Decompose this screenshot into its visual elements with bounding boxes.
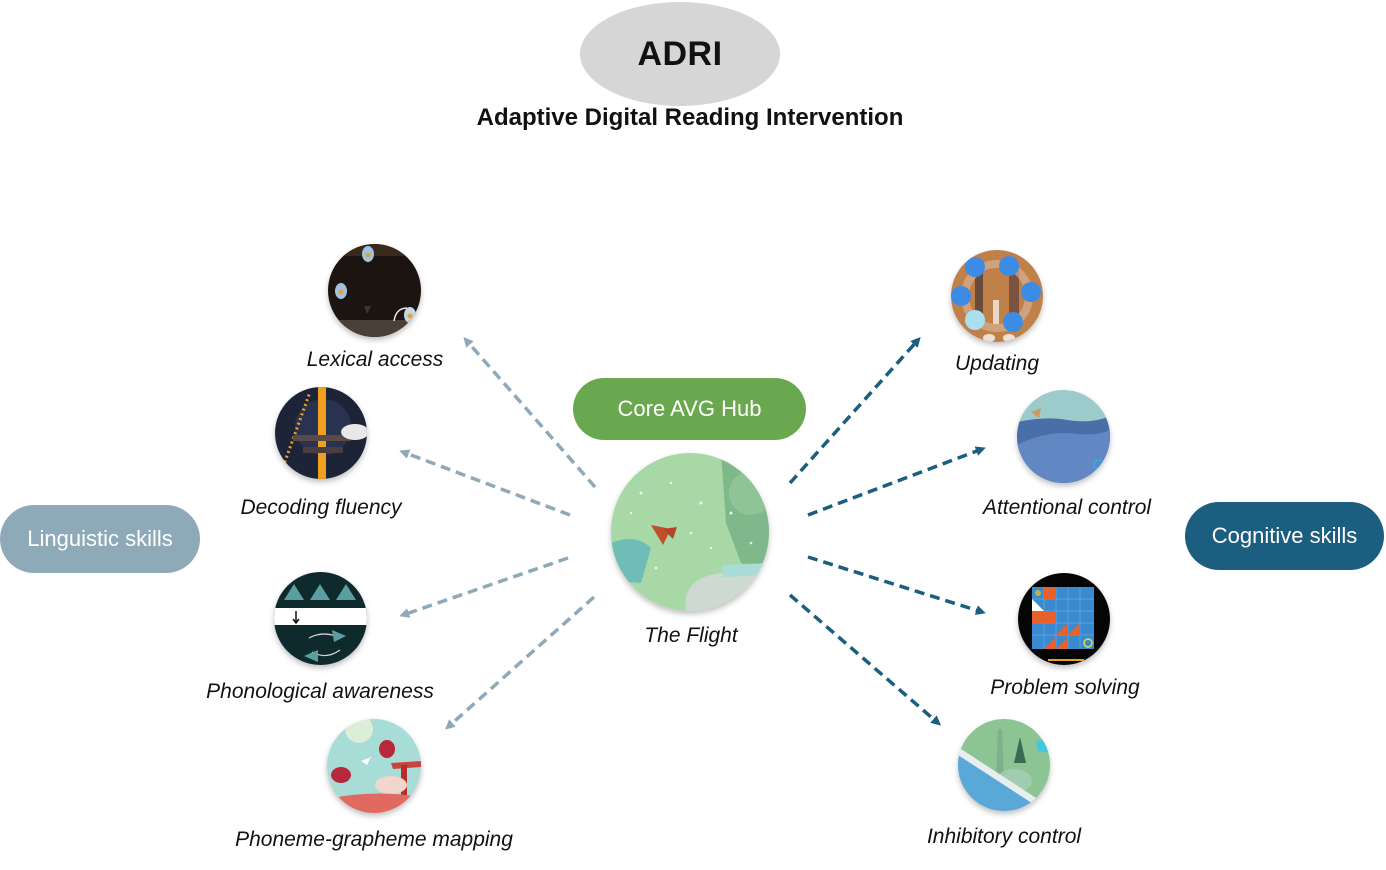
ice-slope-scene-icon [958, 719, 1050, 811]
linguistic-skills-badge: Linguistic skills [0, 505, 200, 573]
updating-label: Updating [954, 352, 1040, 375]
updating-thumbnail [951, 250, 1043, 342]
phoneme-grapheme-mapping-thumbnail [327, 719, 421, 813]
attentional-control-thumbnail [1017, 390, 1110, 483]
arrow-to-updating [788, 337, 921, 485]
the-flight-thumbnail [611, 453, 769, 611]
lexical-access-thumbnail [328, 244, 421, 337]
phoneme-grapheme-mapping-label: Phoneme-grapheme mapping [235, 828, 513, 851]
symbol-wheel-scene-icon [951, 250, 1043, 342]
hub-game-label: The Flight [644, 624, 738, 647]
decoding-fluency-label: Decoding fluency [240, 496, 402, 519]
night-tower-scene-icon [275, 387, 367, 479]
decoding-fluency-thumbnail [275, 387, 367, 479]
core-hub-badge: Core AVG Hub [573, 378, 806, 440]
inhibitory-control-thumbnail [958, 719, 1050, 811]
phonological-awareness-label: Phonological awareness [206, 680, 434, 703]
problem-solving-label: Problem solving [990, 676, 1140, 699]
lexical-access-label: Lexical access [306, 348, 444, 371]
arrow-to-inhibitory-control [788, 593, 942, 726]
arrow-to-phonological-awareness [399, 556, 569, 618]
arrow-to-decoding-fluency [399, 449, 571, 517]
cognitive-skills-badge: Cognitive skills [1185, 502, 1384, 570]
phonological-awareness-thumbnail [274, 572, 367, 665]
inhibitory-control-label: Inhibitory control [926, 825, 1082, 848]
bird-flight-scene-icon [611, 453, 769, 611]
arrow-to-lexical-access [463, 336, 597, 489]
arrow-to-problem-solving [807, 555, 986, 615]
pastel-landscape-scene-icon [327, 719, 421, 813]
title-ellipse: ADRI [580, 2, 780, 106]
blue-waves-scene-icon [1017, 390, 1110, 483]
attentional-control-label: Attentional control [982, 496, 1152, 519]
grid-puzzle-scene-icon [1018, 573, 1110, 665]
triangle-pattern-scene-icon [274, 572, 367, 665]
problem-solving-thumbnail [1018, 573, 1110, 665]
full-title: Adaptive Digital Reading Intervention [476, 104, 904, 131]
dark-cave-scene-icon [328, 244, 421, 337]
arrow-to-attentional-control [807, 446, 986, 517]
acronym-title: ADRI [637, 34, 723, 73]
arrow-to-phoneme-grapheme-mapping [445, 595, 596, 730]
